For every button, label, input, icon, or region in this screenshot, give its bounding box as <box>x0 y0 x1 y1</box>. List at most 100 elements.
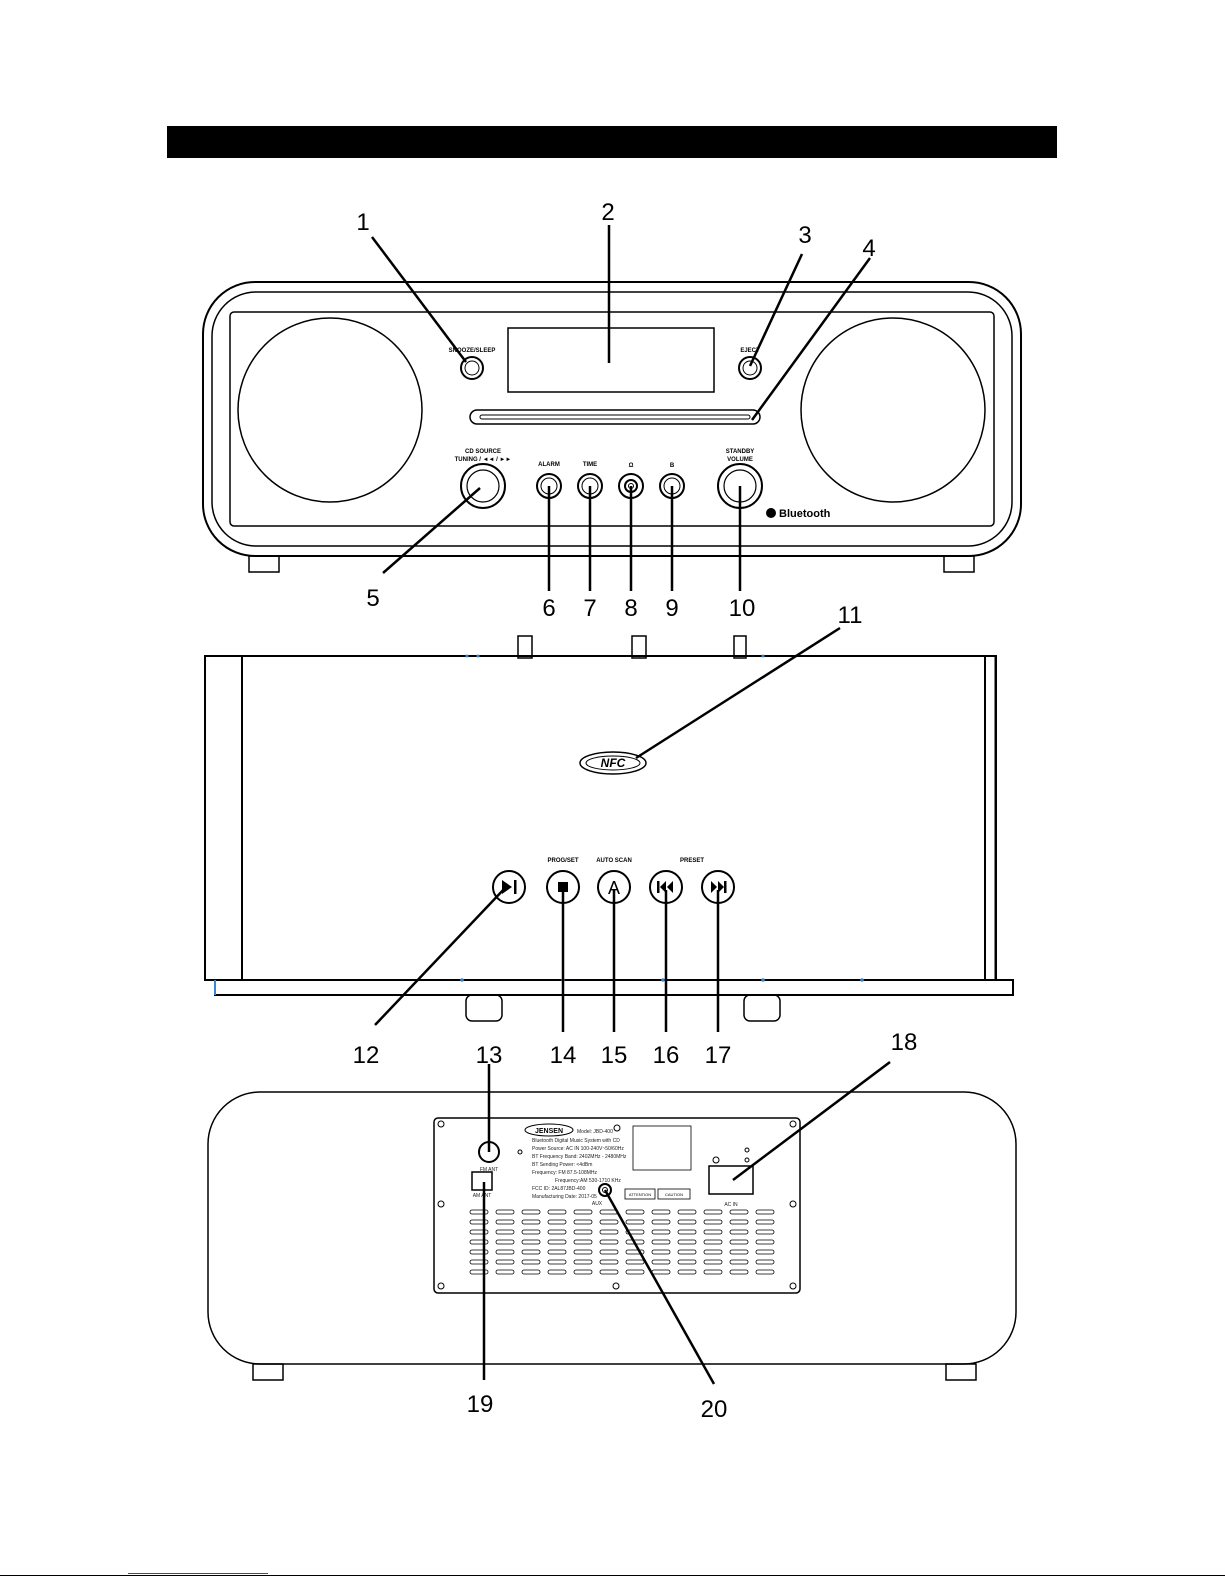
top-knob-3 <box>733 635 747 659</box>
snooze-sleep-button[interactable] <box>460 356 484 380</box>
vent-slot <box>755 1209 775 1215</box>
callout-11: 11 <box>838 602 863 629</box>
vent-slot <box>651 1259 671 1265</box>
vent-slot <box>573 1209 593 1215</box>
vent-slot <box>469 1219 489 1225</box>
vent-slot <box>599 1249 619 1255</box>
leader-12 <box>374 886 507 1026</box>
vent-slot <box>469 1269 489 1275</box>
rating-line-6: Frequency:AM 530-1710 KHz <box>555 1178 621 1184</box>
vent-slot <box>495 1269 515 1275</box>
vent-slot <box>625 1219 645 1225</box>
vent-slot <box>547 1209 567 1215</box>
vent-slot <box>755 1269 775 1275</box>
vent-slot <box>495 1249 515 1255</box>
prev-icon <box>657 881 660 893</box>
top-button-glyphs: A NFC PROG/SET AUTO SCAN PRESET <box>460 654 864 982</box>
footer-rule <box>0 1575 1225 1576</box>
vent-slot <box>469 1209 489 1215</box>
vent-slot <box>677 1249 697 1255</box>
source-tuning-knob[interactable] <box>460 463 506 509</box>
speaker-right <box>800 317 986 503</box>
callout-9: 9 <box>665 595 678 622</box>
ac-in-socket[interactable] <box>708 1165 754 1195</box>
callout-6: 6 <box>542 595 555 622</box>
vent-slot <box>729 1239 749 1245</box>
auto-scan-icon: A <box>608 878 620 898</box>
ac-in-label: AC IN <box>724 1202 738 1208</box>
callout-20: 20 <box>701 1396 728 1423</box>
vent-slot <box>703 1249 723 1255</box>
vent-slot <box>521 1249 541 1255</box>
vent-slot <box>651 1239 671 1245</box>
front-labels: SNOOZE/SLEEP EJECT CD SOURCE TUNING / ◄◄… <box>449 348 831 520</box>
rating-line-5: Frequency: FM 87.5-108MHz <box>532 1170 598 1176</box>
vent-slot <box>573 1239 593 1245</box>
nfc-label: NFC <box>601 756 626 770</box>
vent-slot <box>703 1209 723 1215</box>
play-pause-button[interactable] <box>492 870 526 904</box>
leader-20 <box>603 1189 716 1385</box>
vent-slot <box>573 1269 593 1275</box>
disc-slot <box>469 409 761 425</box>
top-foot-right <box>743 994 781 1022</box>
callout-15: 15 <box>601 1042 628 1069</box>
source-label-2: TUNING / ◄◄ / ►► <box>455 457 512 463</box>
vent-slot <box>469 1259 489 1265</box>
rating-line-4: BT Sending Power: <4dBm <box>532 1162 592 1168</box>
next-icon <box>711 881 717 893</box>
footer-link-underline <box>128 1573 268 1574</box>
callout-10: 10 <box>729 595 756 622</box>
source-label-1: CD SOURCE <box>465 449 501 455</box>
top-foot-left <box>465 994 503 1022</box>
vent-slot <box>469 1249 489 1255</box>
eject-button[interactable] <box>738 356 762 380</box>
callout-17: 17 <box>705 1042 732 1069</box>
vent-slot <box>521 1209 541 1215</box>
vent-slot <box>495 1229 515 1235</box>
vent-slot <box>547 1229 567 1235</box>
alarm-label: ALARM <box>538 462 560 468</box>
warning-label <box>632 1125 692 1171</box>
vent-slot <box>729 1249 749 1255</box>
vent-slot <box>729 1259 749 1265</box>
rating-line-3: BT Frequency Band: 2402MHz - 2480MHz <box>532 1154 627 1160</box>
vent-slot <box>703 1239 723 1245</box>
vent-slot <box>599 1219 619 1225</box>
vent-slot <box>729 1209 749 1215</box>
vent-slot <box>599 1229 619 1235</box>
auto-scan-label: AUTO SCAN <box>596 858 632 864</box>
foot-right <box>943 555 975 573</box>
leader-3 <box>748 253 804 367</box>
stop-icon <box>558 882 568 892</box>
standby-label-2: VOLUME <box>727 457 753 463</box>
nfc-area[interactable] <box>579 751 647 775</box>
vent-slot <box>729 1219 749 1225</box>
vent-slot <box>677 1269 697 1275</box>
snooze-sleep-label: SNOOZE/SLEEP <box>449 348 496 354</box>
vent-slot <box>547 1239 567 1245</box>
vent-slot <box>703 1229 723 1235</box>
vent-slot <box>599 1239 619 1245</box>
rear-vent-grid <box>469 1209 775 1275</box>
callout-3: 3 <box>798 222 811 249</box>
rating-line-7: FCC ID: 2AL87JBD-400 <box>532 1186 586 1192</box>
callout-18: 18 <box>891 1029 918 1056</box>
section-header-bar <box>167 126 1057 158</box>
am-antenna-terminal[interactable] <box>471 1171 493 1191</box>
vent-slot <box>625 1229 645 1235</box>
rating-line-8: Manufacturing Date: 2017-05 <box>532 1194 597 1200</box>
eject-label: EJECT <box>740 348 760 354</box>
vent-slot <box>469 1229 489 1235</box>
brand-logo <box>524 1123 574 1137</box>
caution-label: CAUTION <box>665 1192 683 1197</box>
fm-ant-label: FM ANT <box>480 1167 498 1173</box>
attention-badge <box>624 1188 656 1200</box>
vent-slot <box>547 1249 567 1255</box>
leader-18 <box>732 1061 891 1181</box>
vent-slot <box>651 1249 671 1255</box>
aux-input-jack[interactable] <box>598 1183 612 1197</box>
time-label: TIME <box>583 462 597 468</box>
top-knob-2 <box>631 635 647 659</box>
vent-slot <box>729 1269 749 1275</box>
